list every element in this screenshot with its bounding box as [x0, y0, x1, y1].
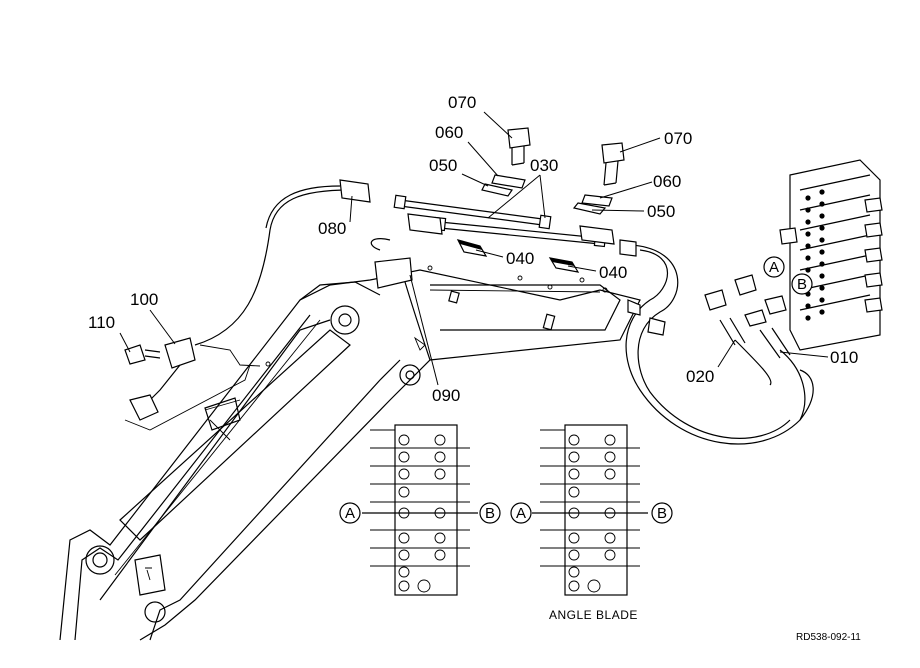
boom-structure	[59, 265, 641, 641]
part-label-010: 010	[830, 348, 858, 367]
valve-schematic-right	[532, 424, 648, 596]
part-label-070-a: 070	[448, 93, 476, 112]
part-label-060-b: 060	[653, 172, 681, 191]
port-a-main-label: A	[769, 259, 779, 276]
port-b-right-label: B	[657, 505, 667, 522]
steel-pipes	[339, 179, 666, 336]
drawing-reference-code: RD538-092-11	[796, 632, 861, 643]
part-label-060-a: 060	[435, 123, 463, 142]
port-a-main-circle	[763, 256, 785, 278]
part-label-040-a: 040	[506, 249, 534, 268]
left-fittings	[124, 337, 261, 431]
part-label-110: 110	[88, 313, 115, 332]
part-label-070-b: 070	[664, 129, 692, 148]
part-label-050-a: 050	[429, 156, 457, 175]
port-markers: A B A B A B	[339, 256, 813, 524]
part-label-080: 080	[318, 219, 346, 238]
valve-schematic-left	[362, 424, 478, 596]
part-label-090: 090	[432, 386, 460, 405]
bolt-assemblies	[481, 127, 625, 215]
port-b-right-circle	[651, 502, 673, 524]
port-b-left-label: B	[485, 505, 495, 522]
part-number-labels: 070 060 050 030 070 060 050 080 040 040 …	[88, 93, 858, 405]
port-a-left-circle	[339, 502, 361, 524]
port-a-right-label: A	[516, 505, 526, 522]
leader-lines	[119, 111, 829, 386]
angle-blade-caption: ANGLE BLADE	[549, 608, 638, 622]
port-b-left-circle	[479, 502, 501, 524]
port-a-left-label: A	[345, 505, 355, 522]
part-label-030: 030	[530, 156, 558, 175]
port-a-right-circle	[510, 502, 532, 524]
part-label-050-b: 050	[647, 202, 675, 221]
clamp-parts	[456, 239, 580, 273]
hose-lines	[194, 185, 814, 445]
part-label-100: 100	[130, 290, 158, 309]
part-label-020: 020	[686, 367, 714, 386]
port-b-main-label: B	[797, 276, 807, 293]
control-valve	[704, 159, 883, 359]
part-label-040-b: 040	[599, 263, 627, 282]
port-b-main-circle	[791, 273, 813, 295]
